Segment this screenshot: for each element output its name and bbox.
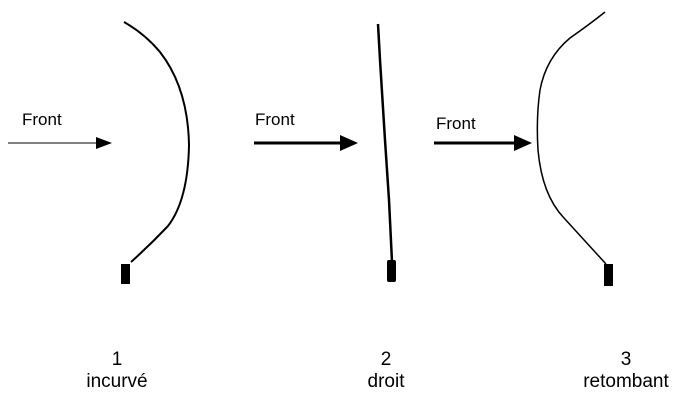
curved-shape-retombant [536,11,607,265]
front-label-3: Front [436,114,476,133]
caption-3: 3 retombant [566,349,686,393]
base-block-1 [121,264,130,284]
front-arrow-2 [254,135,358,151]
front-arrow-1 [8,137,112,149]
front-label-2: Front [255,110,295,129]
straight-shape-droit [376,23,394,263]
caption-number-3: 3 [620,349,632,370]
front-label-1: Front [22,110,62,129]
caption-2: 2 droit [326,349,446,393]
caption-name-3: retombant [583,371,669,392]
panel-droit: Front 2 droit [230,0,430,407]
caption-1: 1 incurvé [57,349,177,393]
panel-3-graphic [434,11,613,286]
panel-1-graphic [8,21,191,284]
caption-name-1: incurvé [86,371,148,392]
front-arrow-3 [434,135,532,151]
panel-2-graphic [254,23,396,282]
caption-name-2: droit [367,371,405,392]
caption-number-2: 2 [380,349,392,370]
curved-shape-incurve [123,21,191,263]
base-block-3 [604,264,613,286]
base-block-2 [387,260,396,282]
caption-number-1: 1 [111,349,123,370]
panel-incurve: Front 1 incurvé [0,0,230,407]
panel-retombant: Front 3 retombant [430,0,688,407]
